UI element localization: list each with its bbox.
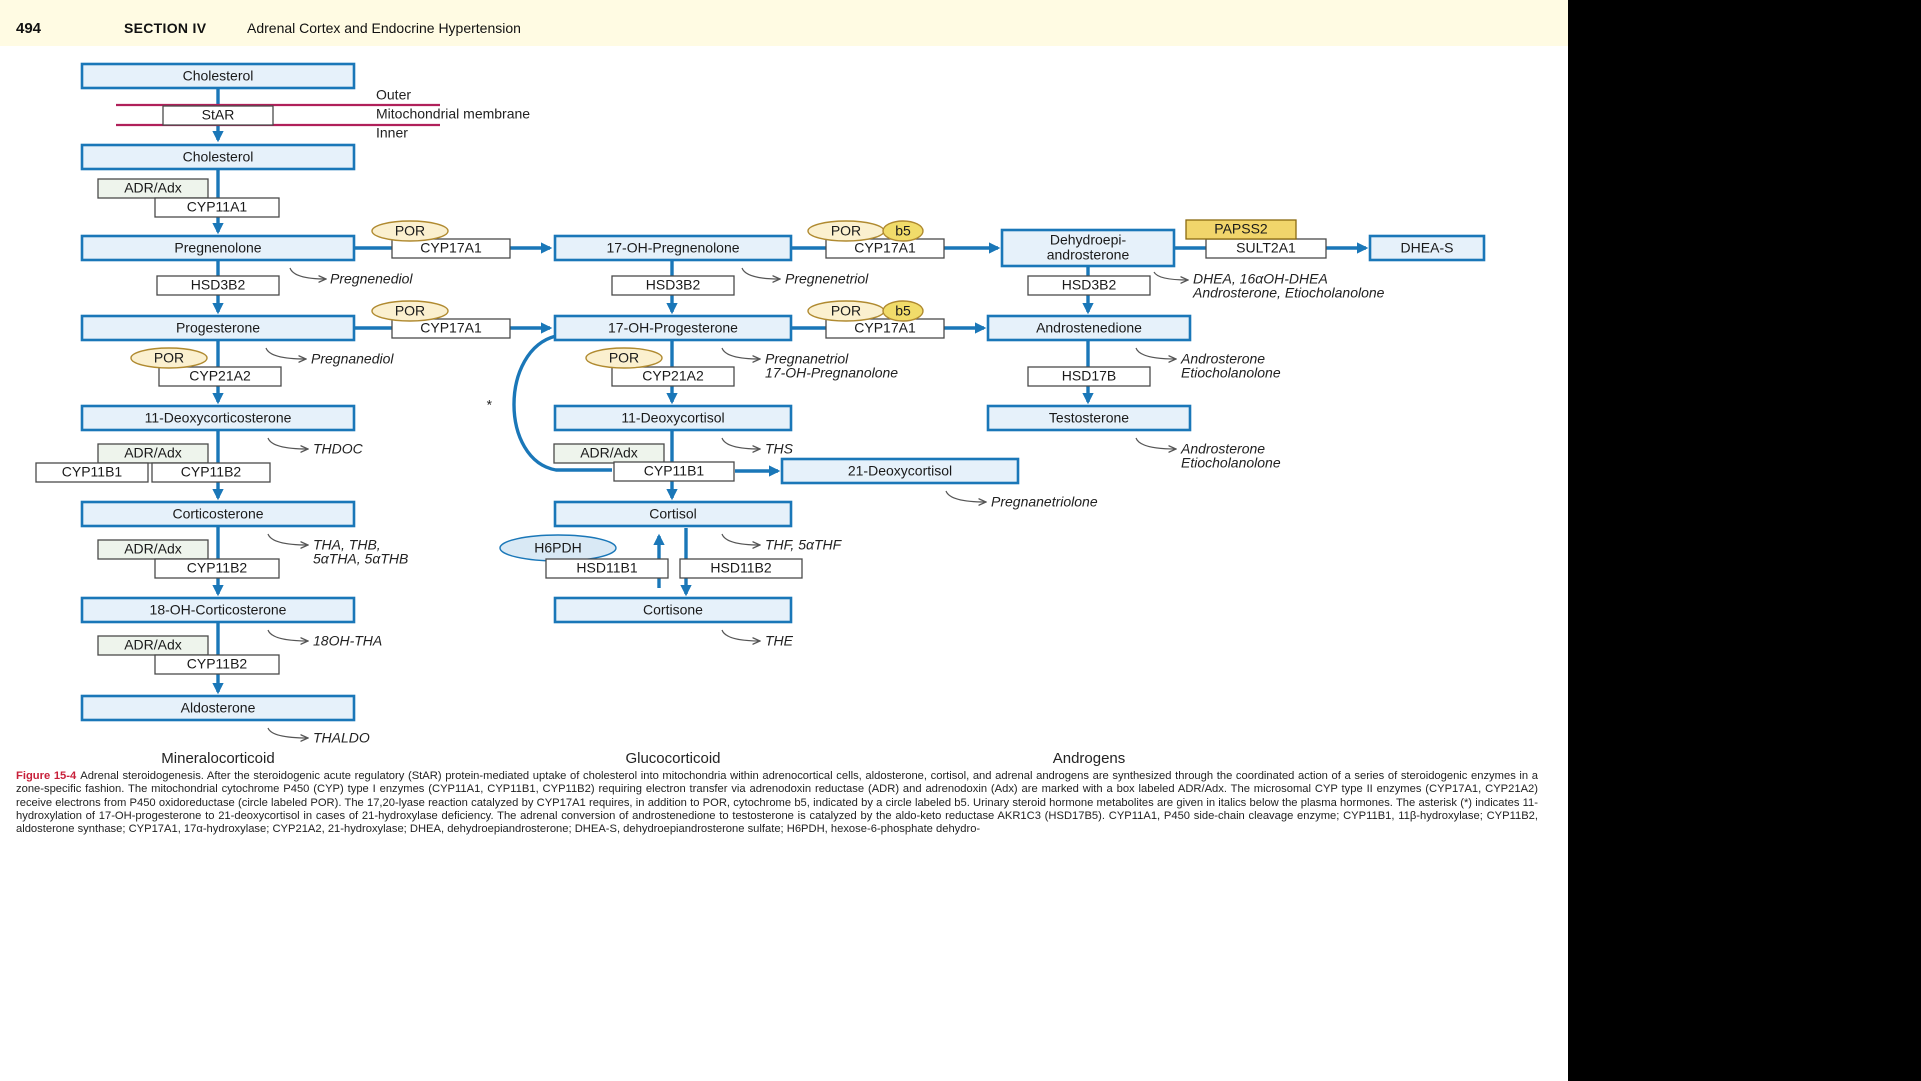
box-cortisol: Cortisol (649, 506, 696, 522)
running-header: 494 SECTION IV Adrenal Cortex and Endocr… (0, 0, 1568, 46)
metabolite-pregnanetriolone: Pregnanetriolone (991, 494, 1098, 510)
enzyme-adr-adx-2: ADR/Adx (124, 445, 182, 461)
metabolite-17oh-pregnanolone: 17-OH-Pregnanolone (765, 365, 898, 381)
enzyme-cyp21a2-1: CYP21A2 (189, 368, 251, 384)
metabolite-pregnenediol: Pregnenediol (330, 271, 413, 287)
metabolite-dhea-line2: Androsterone, Etiocholanolone (1192, 285, 1385, 301)
metabolite-dhea-line1: DHEA, 16αOH-DHEA (1193, 271, 1328, 287)
enzyme-hsd3b2-3: HSD3B2 (1062, 277, 1117, 293)
metabolite-5atha-5athb: 5αTHA, 5αTHB (313, 551, 408, 567)
enzyme-cyp21a2-2: CYP21A2 (642, 368, 704, 384)
enzyme-adr-adx-4: ADR/Adx (124, 541, 182, 557)
box-dhea-line1: Dehydroepi- (1050, 232, 1127, 248)
cofactor-por-6: POR (609, 350, 639, 366)
metabolite-androsterone-1: Androsterone (1180, 351, 1265, 367)
enzyme-adr-adx-3: ADR/Adx (580, 445, 638, 461)
figure-label: Figure 15-4 (16, 770, 77, 782)
steroid-boxes: Cholesterol Cholesterol Pregnenolone 17-… (80, 62, 1486, 722)
column-labels: Mineralocorticoid Glucocorticoid Androge… (161, 750, 1125, 767)
box-11-deoxycortisol: 11-Deoxycortisol (621, 410, 724, 426)
metabolite-thaldo: THALDO (313, 730, 370, 746)
metabolite-the: THE (765, 633, 794, 649)
box-cholesterol-inner: Cholesterol (183, 149, 254, 165)
page-number: 494 (16, 20, 42, 37)
enzyme-cyp11b2-2: CYP11B2 (187, 560, 248, 576)
enzyme-papss2: PAPSS2 (1214, 221, 1268, 237)
box-dhea-line2: androsterone (1047, 247, 1130, 263)
asterisk-marker: * (486, 397, 492, 413)
enzyme-adr-adx-5: ADR/Adx (124, 637, 182, 653)
enzyme-h6pdh: H6PDH (534, 540, 581, 556)
cofactor-por-4: POR (831, 303, 861, 319)
enzyme-cyp11b2-1: CYP11B2 (181, 464, 242, 480)
metabolite-thf: THF, 5αTHF (765, 537, 843, 553)
figure-caption-text: Adrenal steroidogenesis. After the stero… (16, 770, 1539, 836)
column-label-androgens: Androgens (1053, 750, 1126, 767)
box-aldosterone: Aldosterone (181, 700, 256, 716)
enzyme-cyp17a1-2: CYP17A1 (854, 240, 916, 256)
metabolite-ths: THS (765, 441, 794, 457)
enzyme-hsd11b1: HSD11B1 (576, 560, 637, 576)
box-corticosterone: Corticosterone (172, 506, 263, 522)
metabolite-18oh-tha: 18OH-THA (313, 633, 382, 649)
column-label-glucocorticoid: Glucocorticoid (625, 750, 720, 767)
box-dhea-s: DHEA-S (1401, 240, 1454, 256)
metabolite-androsterone-2: Androsterone (1180, 441, 1265, 457)
enzyme-cyp17a1-1: CYP17A1 (420, 240, 482, 256)
steroidogenesis-diagram: Outer Mitochondrial membrane Inner Chole… (35, 62, 1486, 767)
cofactor-circles: POR POR b5 POR POR b5 POR POR (130, 220, 924, 369)
box-11-deoxycorticosterone: 11-Deoxycorticosterone (145, 410, 292, 426)
box-testosterone: Testosterone (1049, 410, 1129, 426)
enzyme-hsd17b: HSD17B (1062, 368, 1116, 384)
box-17oh-progesterone: 17-OH-Progesterone (608, 320, 738, 336)
enzyme-sult2a1: SULT2A1 (1236, 240, 1296, 256)
metabolite-tha-thb: THA, THB, (313, 537, 381, 553)
enzyme-hsd3b2-2: HSD3B2 (646, 277, 701, 293)
metabolite-etiocholanolone-1: Etiocholanolone (1181, 365, 1281, 381)
enzyme-hsd11b2: HSD11B2 (710, 560, 771, 576)
box-17oh-pregnenolone: 17-OH-Pregnenolone (606, 240, 739, 256)
box-cortisone: Cortisone (643, 602, 703, 618)
cofactor-por-5: POR (154, 350, 184, 366)
enzyme-cyp17a1-4: CYP17A1 (854, 320, 916, 336)
column-label-mineralocorticoid: Mineralocorticoid (161, 750, 274, 767)
enzyme-hsd3b2-1: HSD3B2 (191, 277, 246, 293)
asterisk-bypass-arrow (512, 334, 612, 472)
metabolite-pregnanediol: Pregnanediol (311, 351, 394, 367)
box-androstenedione: Androstenedione (1036, 320, 1142, 336)
membrane-outer-label: Outer (376, 87, 411, 103)
metabolite-etiocholanolone-2: Etiocholanolone (1181, 455, 1281, 471)
membrane-inner-label: Inner (376, 125, 408, 141)
metabolite-pregnanetriol: Pregnanetriol (765, 351, 849, 367)
box-cholesterol-outer: Cholesterol (183, 68, 254, 84)
membrane-label: Mitochondrial membrane (376, 106, 530, 122)
textbook-page: 494 SECTION IV Adrenal Cortex and Endocr… (0, 0, 1568, 1081)
section-title: Adrenal Cortex and Endocrine Hypertensio… (247, 20, 521, 36)
section-label: SECTION IV (124, 20, 207, 36)
urinary-metabolites: Pregnenediol Pregnenetriol DHEA, 16αOH-D… (265, 267, 1385, 746)
enzyme-cyp11b1-1: CYP11B1 (62, 464, 123, 480)
cofactor-por-1: POR (395, 223, 425, 239)
enzyme-labels: StAR ADR/Adx CYP11A1 CYP17A1 CYP17A1 SUL… (35, 105, 1327, 675)
cofactor-por-2: POR (831, 223, 861, 239)
box-progesterone: Progesterone (176, 320, 260, 336)
enzyme-adr-adx-1: ADR/Adx (124, 180, 182, 196)
enzyme-star: StAR (202, 107, 235, 123)
box-21-deoxycortisol: 21-Deoxycortisol (848, 463, 952, 479)
enzyme-cyp17a1-3: CYP17A1 (420, 320, 482, 336)
cofactor-b5-1: b5 (895, 223, 911, 239)
box-18oh-corticosterone: 18-OH-Corticosterone (150, 602, 287, 618)
cofactor-b5-2: b5 (895, 303, 911, 319)
enzyme-cyp11b2-3: CYP11B2 (187, 656, 248, 672)
metabolite-thdoc: THDOC (313, 441, 364, 457)
enzyme-cyp11b1-2: CYP11B1 (644, 463, 705, 479)
metabolite-pregnenetriol: Pregnenetriol (785, 271, 869, 287)
box-pregnenolone: Pregnenolone (174, 240, 261, 256)
enzyme-cyp11a1: CYP11A1 (187, 199, 248, 215)
cofactor-por-3: POR (395, 303, 425, 319)
